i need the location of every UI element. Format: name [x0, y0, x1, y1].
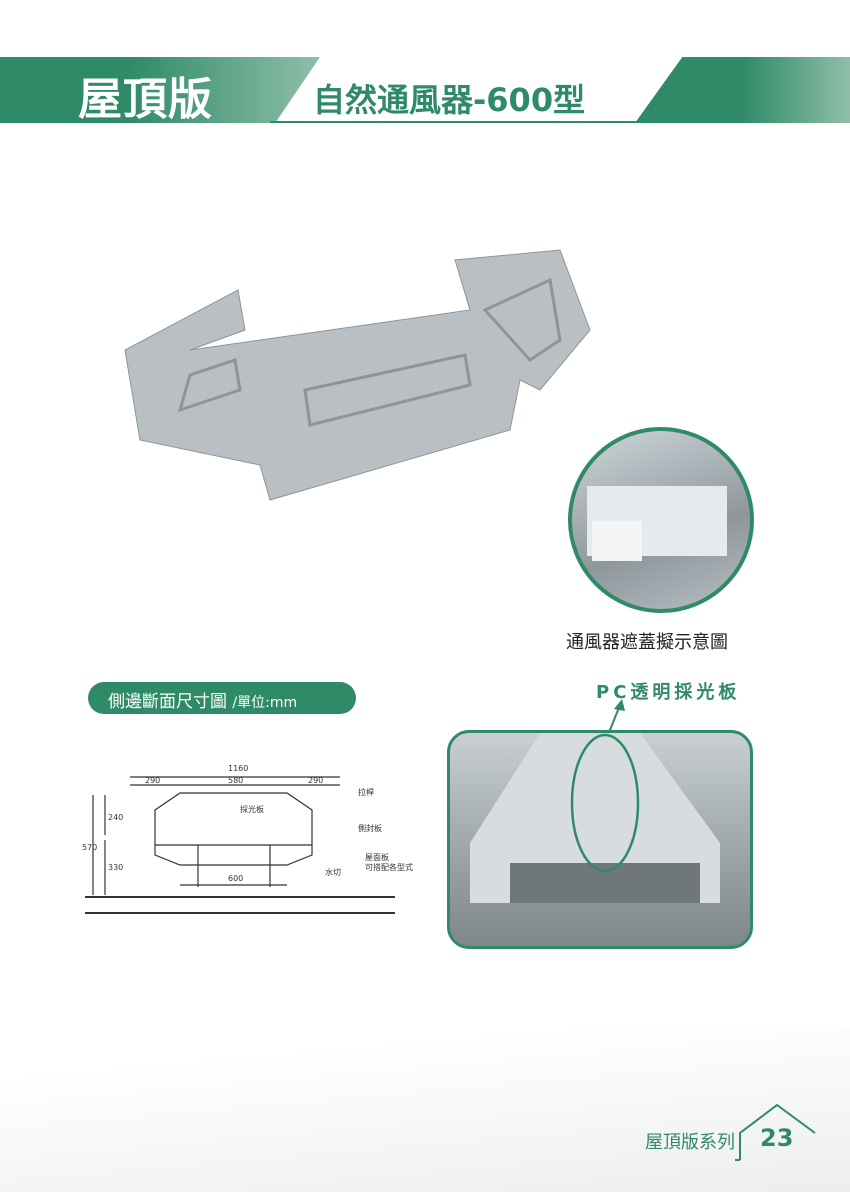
label-skylight: 採光板	[240, 804, 264, 814]
dim-upper: 240	[108, 813, 123, 822]
header-band-right	[635, 57, 850, 123]
dim-right: 290	[308, 776, 323, 785]
header-band-left	[0, 57, 320, 123]
house-outline-icon	[735, 1103, 816, 1161]
label-flashing: 水切	[325, 867, 341, 877]
dim-base: 600	[228, 874, 243, 883]
label-side-panel: 側封板	[358, 823, 382, 833]
page-header: 屋頂版 自然通風器-600型	[0, 57, 850, 125]
section-label-text: 側邊斷面尺寸圖	[108, 692, 227, 712]
page-number: 23	[760, 1124, 794, 1152]
category-title: 屋頂版	[78, 74, 213, 125]
section-unit: /單位:mm	[232, 695, 298, 711]
dim-center: 580	[228, 776, 243, 785]
pc-panel-label: PC透明採光板	[596, 682, 741, 703]
dim-total-width: 1160	[228, 764, 248, 773]
ventilator-product-photo	[124, 249, 591, 501]
cross-section-diagram: 1160 290 580 290 570 240 330 600 拉桿 採光板 …	[82, 764, 413, 914]
section-label: 側邊斷面尺寸圖 /單位:mm	[88, 682, 356, 714]
ventilator-cover-photo	[568, 427, 754, 613]
footer-background	[0, 1030, 850, 1192]
circle-caption: 通風器遮蓋擬示意圖	[566, 632, 728, 653]
dim-height: 570	[82, 843, 97, 852]
label-roof-panel: 屋面板	[365, 852, 389, 862]
label-tie-rod: 拉桿	[358, 787, 374, 797]
dim-lower: 330	[108, 863, 123, 872]
footer-series: 屋頂版系列	[645, 1132, 735, 1153]
dim-left: 290	[145, 776, 160, 785]
product-title: 自然通風器-600型	[313, 81, 586, 119]
installed-ventilator-photo	[447, 730, 753, 949]
label-compatible: 可搭配各型式	[365, 862, 413, 872]
header-underline	[270, 121, 650, 123]
